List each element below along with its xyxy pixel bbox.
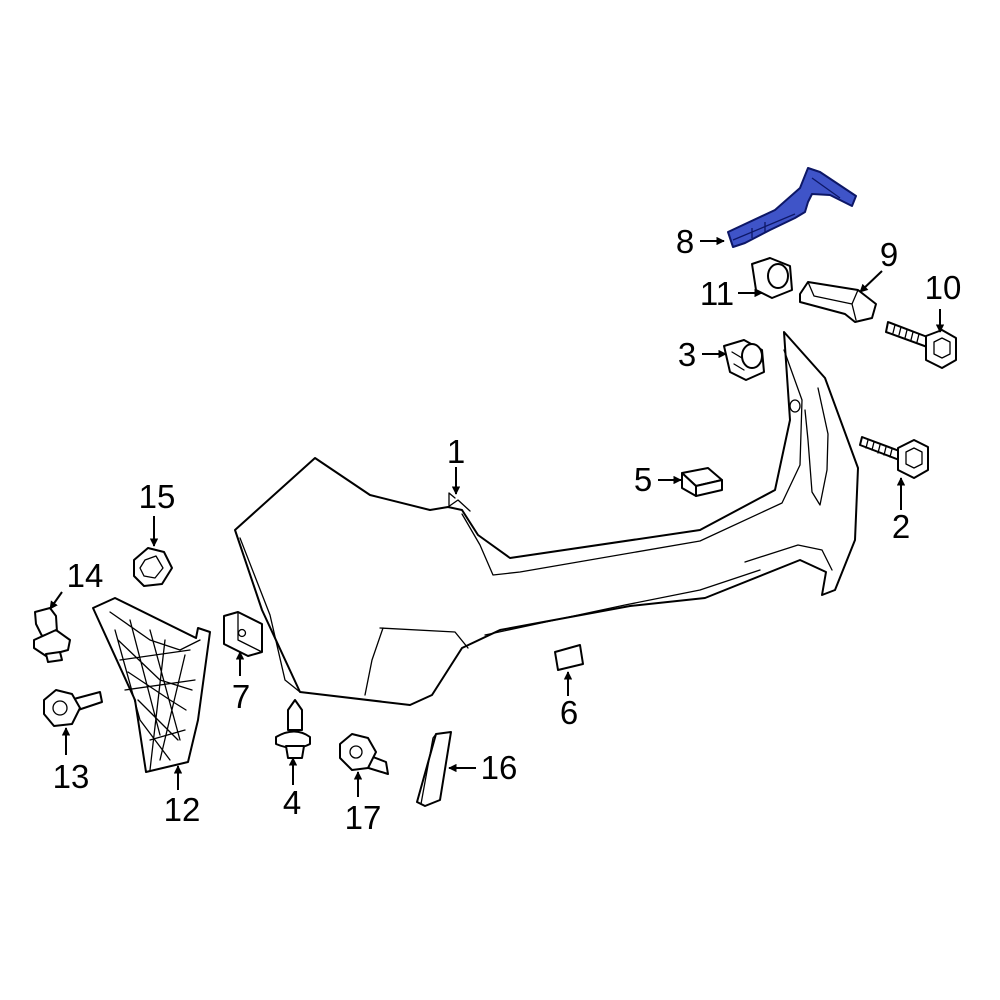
- bumper-cover[interactable]: [234, 331, 859, 706]
- screw-part-2[interactable]: [859, 436, 929, 479]
- callout-16: 16: [481, 749, 518, 786]
- retainer-part-12[interactable]: [92, 597, 211, 773]
- clip-part-11[interactable]: [751, 257, 793, 299]
- callout-12: 12: [164, 791, 201, 828]
- nut-part-15[interactable]: [133, 547, 173, 587]
- callout-7: 7: [232, 678, 250, 715]
- callout-11: 11: [700, 275, 734, 312]
- screw-part-10[interactable]: [885, 321, 957, 369]
- trim-part-16[interactable]: [416, 731, 452, 807]
- pad-part-5[interactable]: [681, 467, 723, 497]
- clip-part-3[interactable]: [723, 339, 765, 381]
- clip-part-14[interactable]: [33, 607, 71, 663]
- bracket-part-9[interactable]: [799, 281, 877, 323]
- bolt-part-17[interactable]: [339, 733, 389, 775]
- callout-8: 8: [676, 223, 694, 260]
- callout-3: 3: [678, 336, 696, 373]
- callout-14: 14: [67, 557, 104, 594]
- callout-17: 17: [345, 799, 382, 836]
- bracket-part-8[interactable]: [727, 167, 857, 248]
- clip-part-7[interactable]: [223, 611, 263, 657]
- callout-labels: 1 2 3 4 5 6 7 8 9 10 11 12 13 14 15 16 1…: [53, 223, 962, 836]
- callout-9: 9: [880, 236, 898, 273]
- callout-2: 2: [892, 508, 910, 545]
- leader-lines: [49, 236, 945, 797]
- callout-5: 5: [634, 461, 652, 498]
- callout-13: 13: [53, 758, 90, 795]
- callout-10: 10: [925, 269, 962, 306]
- label-part-6[interactable]: [554, 644, 584, 671]
- bolt-part-13[interactable]: [43, 689, 103, 727]
- callout-4: 4: [283, 784, 301, 821]
- callout-6: 6: [560, 694, 578, 731]
- callout-15: 15: [139, 478, 176, 515]
- callout-1: 1: [447, 433, 465, 470]
- push-pin-part-4[interactable]: [275, 699, 311, 759]
